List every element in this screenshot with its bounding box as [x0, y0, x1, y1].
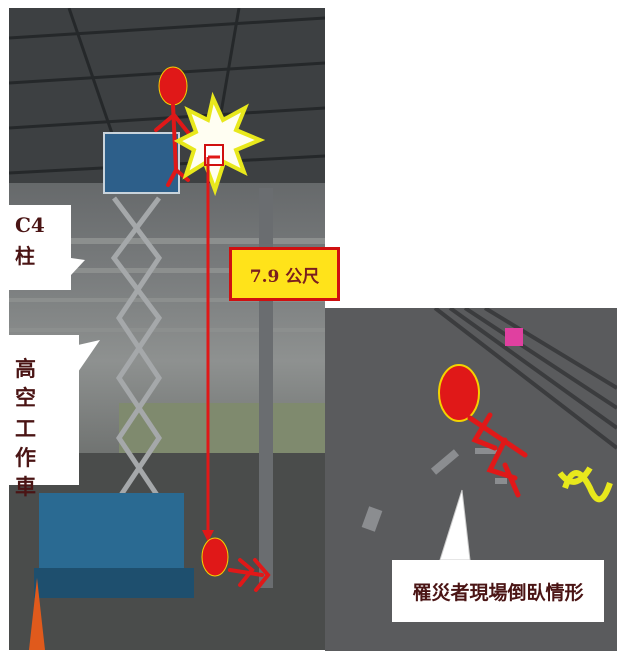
column-label-line1: C4: [15, 213, 45, 237]
lift-label-line4: 作: [15, 445, 36, 471]
far-structure: [9, 238, 325, 332]
traffic-cone: [29, 578, 45, 650]
site-photo-left: [9, 8, 325, 650]
lift-label-line3: 工: [15, 416, 36, 442]
worker-figure-fallen-left: [201, 537, 271, 592]
column-callout-pointer: [71, 258, 85, 275]
worker-figure-fallen-right: [438, 364, 528, 498]
lift-label-line5: 車: [15, 474, 36, 500]
debris: [361, 448, 507, 532]
scissor-lift: [34, 132, 194, 598]
fall-distance-label: 7.9 公尺: [229, 247, 340, 301]
lift-callout-pointer: [78, 340, 100, 372]
steel-rods: [433, 308, 617, 450]
lift-label-line1: 高: [15, 356, 36, 381]
victim-callout-pointer: [439, 489, 471, 561]
lift-callout: 高 空 工 作 車: [9, 335, 79, 498]
pink-object: [505, 328, 523, 346]
safety-harness: [557, 466, 613, 503]
fall-distance-arrow: [202, 155, 220, 542]
column-label-line2: 柱: [15, 244, 35, 268]
column-callout: C4 柱: [9, 205, 71, 290]
lift-label-line2: 空: [15, 385, 36, 411]
victim-position-callout: 罹災者現場倒臥情形: [392, 560, 604, 622]
worker-figure-at-height: [154, 66, 192, 187]
